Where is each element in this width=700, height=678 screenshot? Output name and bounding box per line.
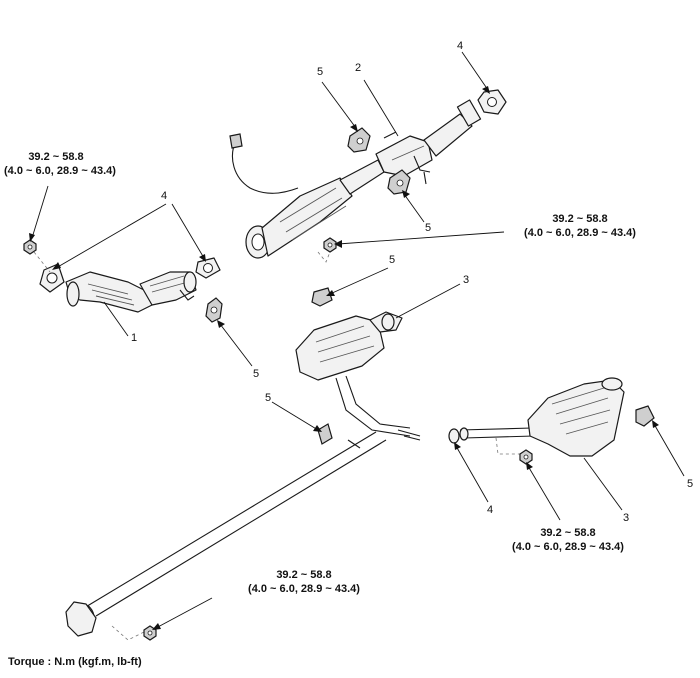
torque-units-caption: Torque : N.m (kgf.m, lb-ft) [8,656,142,668]
torque-alt-units: (4.0 ~ 6.0, 28.9 ~ 43.4) [512,541,624,553]
callout-2: 2 [354,62,362,74]
callout-1: 1 [130,332,138,344]
rubber-hanger-rear [635,405,655,427]
rubber-hanger-mid [311,287,333,307]
callout-4-rear: 4 [486,504,494,516]
torque-spec-rear: 39.2 ~ 58.8 (4.0 ~ 6.0, 28.9 ~ 43.4) [488,526,648,554]
torque-alt-units: (4.0 ~ 6.0, 28.9 ~ 43.4) [524,227,636,239]
torque-alt-units: (4.0 ~ 6.0, 28.9 ~ 43.4) [4,165,116,177]
torque-nm: 39.2 ~ 58.8 [540,527,596,539]
rubber-hanger-front [205,297,223,323]
catalytic-converter-pipe [245,99,482,259]
leader-lines [29,51,685,630]
torque-nm: 39.2 ~ 58.8 [28,151,84,163]
rubber-hanger-top-left [347,127,371,153]
callout-5-top-right: 5 [424,222,432,234]
callout-4-front: 4 [160,190,168,202]
callout-3-center-muffler: 3 [462,274,470,286]
gasket-rear [448,428,460,444]
callout-5-front: 5 [252,368,260,380]
callout-5-top-left: 5 [316,66,324,78]
nut-front-left [23,239,51,273]
torque-nm: 39.2 ~ 58.8 [552,213,608,225]
callout-4-top: 4 [456,40,464,52]
oxygen-sensor [229,131,397,194]
gasket-front-left [39,263,65,293]
front-pipe [65,271,197,313]
nut-center [317,237,337,263]
gasket-top [477,89,507,115]
torque-nm: 39.2 ~ 58.8 [276,569,332,581]
callout-5-mid: 5 [388,254,396,266]
long-pipe [65,375,421,641]
torque-spec-long-pipe: 39.2 ~ 58.8 (4.0 ~ 6.0, 28.9 ~ 43.4) [224,568,384,596]
callout-5-rear: 5 [686,478,694,490]
callout-3-rear-muffler: 3 [622,512,630,524]
rear-muffler [459,377,625,457]
gasket-front-right [195,257,221,279]
nut-rear [519,449,533,465]
rubber-hanger-lower [317,423,333,445]
torque-spec-center: 39.2 ~ 58.8 (4.0 ~ 6.0, 28.9 ~ 43.4) [500,212,660,240]
torque-spec-front-pipe: 39.2 ~ 58.8 (4.0 ~ 6.0, 28.9 ~ 43.4) [4,150,116,178]
center-muffler [295,311,403,381]
callout-5-lower: 5 [264,392,272,404]
torque-alt-units: (4.0 ~ 6.0, 28.9 ~ 43.4) [248,583,360,595]
